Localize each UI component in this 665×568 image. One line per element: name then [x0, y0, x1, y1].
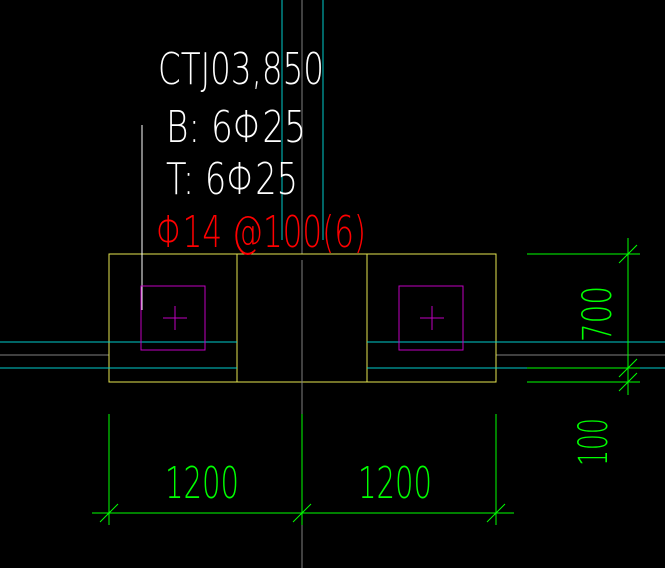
pile-left[interactable] [140, 285, 206, 351]
dimension-vertical-lower: 100 [571, 418, 617, 466]
vertical-dimension[interactable] [527, 238, 640, 395]
tick-mark-icon [618, 358, 638, 378]
top-rebar-label: T: 6Φ25 [166, 154, 298, 205]
dimension-vertical-upper: 700 [575, 286, 621, 342]
dimension-right-span: 1200 [358, 458, 432, 509]
tick-mark-icon [618, 372, 638, 392]
tick-mark-icon [618, 244, 638, 264]
tick-mark-icon [486, 503, 506, 523]
tick-mark-icon [292, 503, 312, 523]
stirrup-label: Φ14 @100(6) [156, 207, 366, 258]
footing-id-label: CTJ03,850 [158, 44, 324, 95]
bottom-rebar-label: B: 6Φ25 [166, 102, 306, 153]
dimension-left-span: 1200 [165, 458, 239, 509]
pile-right[interactable] [398, 285, 464, 351]
tick-mark-icon [99, 503, 119, 523]
horizontal-dimension[interactable] [92, 414, 514, 525]
